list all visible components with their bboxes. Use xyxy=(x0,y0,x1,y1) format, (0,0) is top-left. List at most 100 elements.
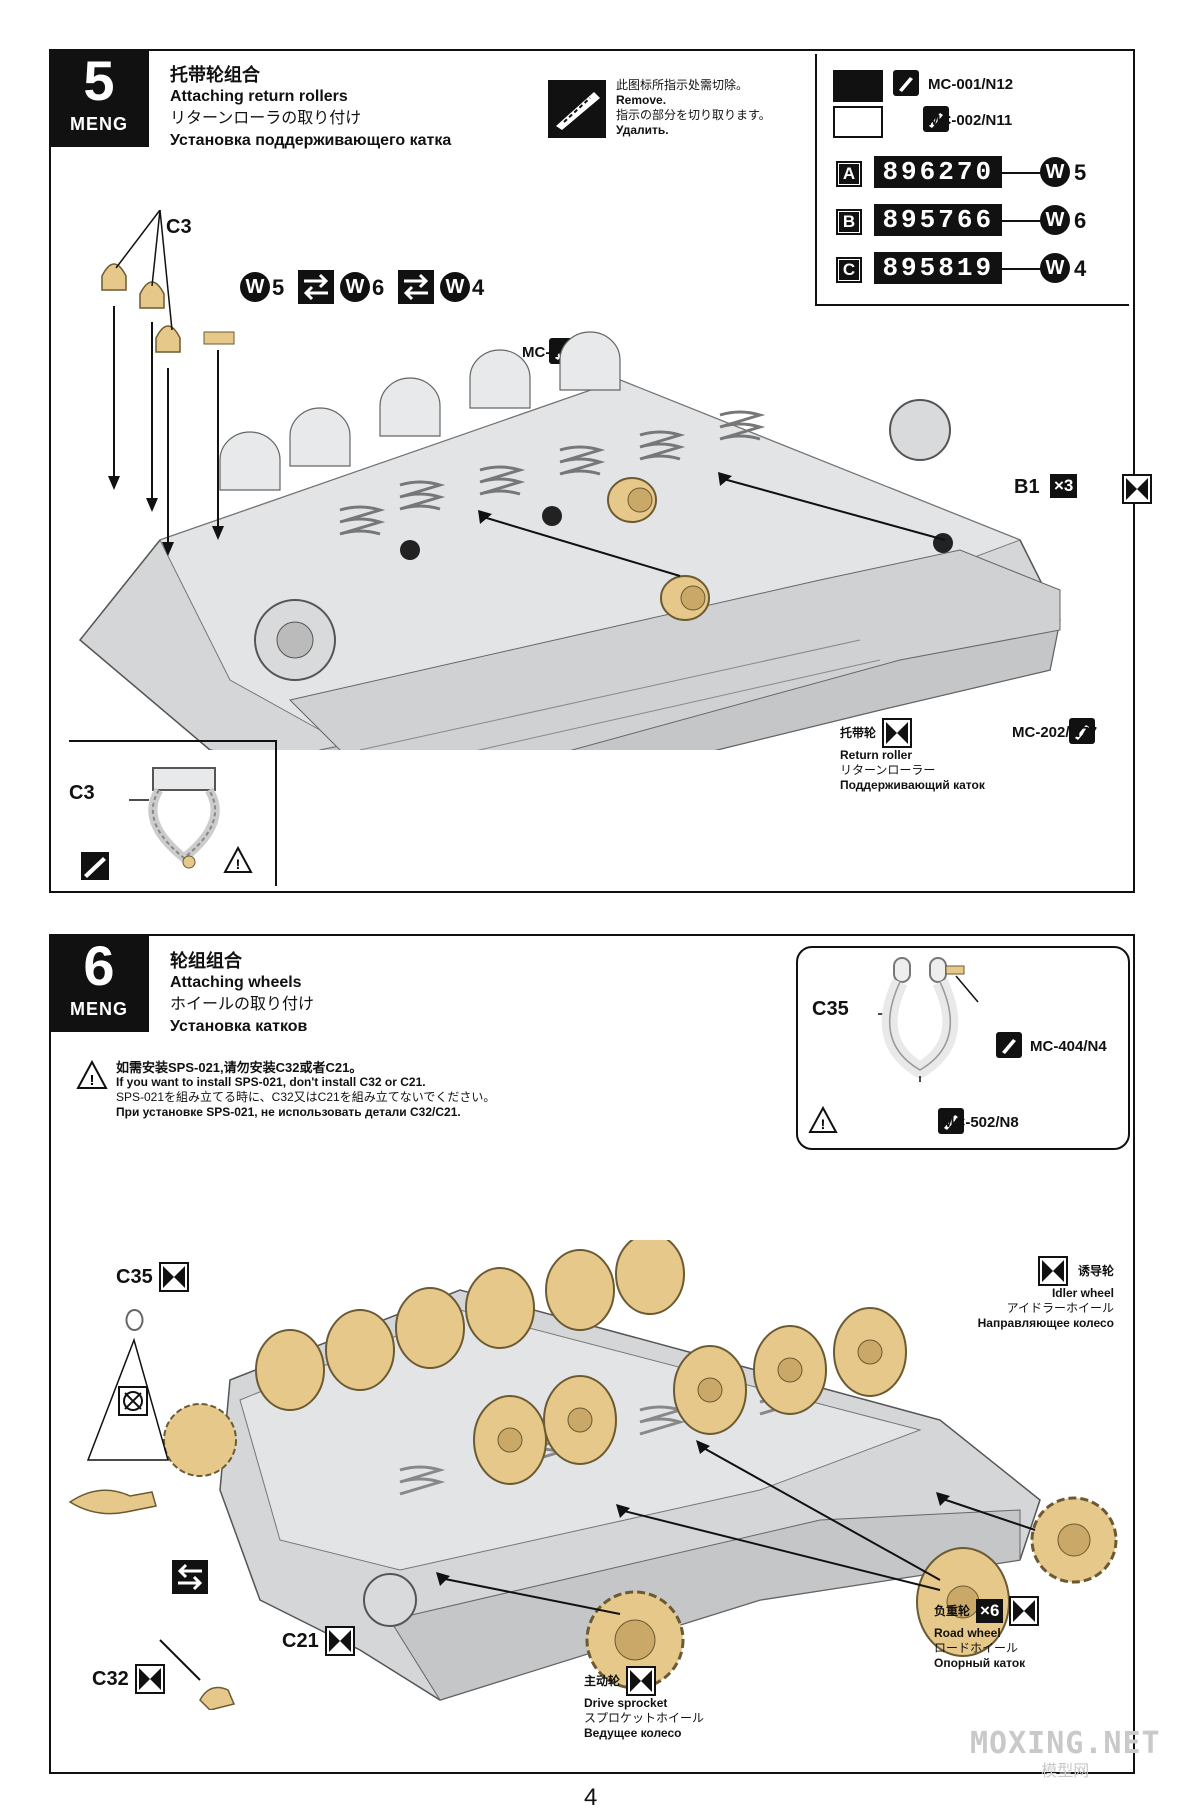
road-wheel-en: Road wheel xyxy=(934,1626,1001,1640)
road-wheel-zh: 负重轮 xyxy=(934,1603,971,1618)
c3-inset-label: C3 xyxy=(69,782,95,804)
legend-swatch-white xyxy=(833,106,883,138)
road-wheel-ja: ロードホイール xyxy=(934,1641,1019,1655)
w-number-b: 6 xyxy=(1074,208,1087,233)
glue-icon xyxy=(1009,1596,1040,1626)
paint-brush-icon xyxy=(893,70,919,96)
paint-brush-icon xyxy=(938,1108,965,1134)
step5-title-en: Attaching return rollers xyxy=(170,88,348,105)
sprocket-en: Drive sprocket xyxy=(584,1696,668,1710)
watermark-sub: 模型网 xyxy=(1041,1763,1090,1780)
watermark-main: MOXING.NET xyxy=(970,1726,1161,1761)
idler-zh: 诱导轮 xyxy=(1077,1263,1114,1278)
connector-line xyxy=(998,220,1042,222)
return-roller-label: 托带轮 Return roller リターンローラー Поддерживающи… xyxy=(840,718,985,793)
remove-icon xyxy=(548,80,606,138)
idler-ja: アイドラーホイール xyxy=(1006,1301,1114,1315)
step6-title-ja: ホイールの取り付け xyxy=(170,996,315,1013)
c32-label: C32 xyxy=(92,1667,129,1690)
step6-title-ru: Установка катков xyxy=(170,1018,308,1035)
step5-badge: 5 MENG xyxy=(49,49,149,147)
glue-icon xyxy=(324,1626,355,1656)
svg-text:!: ! xyxy=(236,856,241,872)
swap-arrows-icon xyxy=(398,270,434,304)
b1-label: B1 xyxy=(1014,476,1040,499)
c3-callout: C3 xyxy=(166,216,192,238)
c35-paint-2: MC-502/N8 xyxy=(942,1114,1019,1131)
sps-warning-ja: SPS-021を組み立てる時に、C32又はC21を組み立てないでください。 xyxy=(116,1090,496,1104)
return-roller-ja: リターンローラー xyxy=(840,763,936,777)
c3-inset: C3 ! xyxy=(69,740,277,886)
idler-ru: Направляющее колесо xyxy=(977,1316,1114,1330)
step5-title-zh: 托带轮组合 xyxy=(170,65,260,85)
c3-shackle-detail xyxy=(129,767,220,869)
w4-number: 4 xyxy=(472,275,485,300)
w-number-a: 5 xyxy=(1074,160,1087,185)
c35-label: C35 xyxy=(116,1265,153,1288)
road-wheel-label: 负重轮 ×6 Road wheel ロードホイール Опорный каток xyxy=(934,1596,1040,1671)
part-number-row-b: B 895766 W 6 xyxy=(836,204,1126,238)
part-number-b: 895766 xyxy=(874,204,1003,236)
step6-badge: 6 MENG xyxy=(49,934,149,1032)
w5-number: 5 xyxy=(272,275,285,300)
drive-sprocket-label: 主动轮 Drive sprocket スプロケットホイール Ведущее ко… xyxy=(584,1666,704,1741)
sprocket-ja: スプロケットホイール xyxy=(584,1711,705,1725)
page-number: 4 xyxy=(584,1784,598,1811)
sprocket-ru: Ведущее колесо xyxy=(584,1726,682,1740)
w-badge-c: W xyxy=(1040,253,1070,283)
sps-warning-ru: При установке SPS-021, не использовать д… xyxy=(116,1105,461,1119)
return-roller-en: Return roller xyxy=(840,748,913,762)
connector-line xyxy=(998,172,1042,174)
legend-code-2: MC-002/N11 xyxy=(928,112,1013,129)
b1-callout: B1 ×3 xyxy=(1014,474,1153,504)
c21-label: C21 xyxy=(282,1629,319,1652)
swap-arrows-icon xyxy=(172,1560,208,1594)
w-sequence: W 5 W 6 W 4 xyxy=(240,270,520,310)
step6-titles: 轮组组合 Attaching wheels ホイールの取り付け Установк… xyxy=(170,950,314,1038)
glue-icon xyxy=(1122,474,1153,504)
legend-swatch-black xyxy=(833,70,883,102)
remove-icon xyxy=(81,852,109,880)
road-wheel-quantity: ×6 xyxy=(976,1599,1004,1623)
w5-badge: W xyxy=(240,272,270,302)
glue-icon xyxy=(158,1262,189,1292)
idler-wheel-label: 诱导轮 Idler wheel アイドラーホイール Направляющее к… xyxy=(934,1256,1114,1331)
paint-brush-icon xyxy=(996,1032,1022,1058)
sprue-letter-c: C xyxy=(836,257,862,283)
step5-titles: 托带轮组合 Attaching return rollers リターンローラの取… xyxy=(170,64,451,152)
glue-icon xyxy=(1037,1256,1068,1286)
c35-inset: C35 MC-404/N4 ! MC-502/N8 xyxy=(796,946,1130,1150)
part-number-row-c: C 895819 W 4 xyxy=(836,252,1126,286)
caution-icon: ! xyxy=(76,1059,108,1120)
legend-code-1: MC-001/N12 xyxy=(928,76,1014,93)
b1-quantity: ×3 xyxy=(1050,474,1078,498)
w-badge-b: W xyxy=(1040,205,1070,235)
step6-title-zh: 轮组组合 xyxy=(170,951,242,971)
connector-line xyxy=(998,268,1042,270)
paint-callout-bottom: MC-202/N77 xyxy=(1012,724,1098,741)
part-number-a: 896270 xyxy=(874,156,1003,188)
w6-number: 6 xyxy=(372,275,385,300)
remove-note-ja: 指示の部分を切り取ります。 xyxy=(616,108,771,122)
glue-icon xyxy=(134,1664,165,1694)
step6-title-en: Attaching wheels xyxy=(170,974,302,991)
sprocket-zh: 主动轮 xyxy=(584,1673,621,1688)
sps-warning-zh: 如需安装SPS-021,请勿安装C32或者C21。 xyxy=(116,1060,363,1075)
step5-title-ru: Установка поддерживающего катка xyxy=(170,132,452,149)
sps-warning-en: If you want to install SPS-021, don't in… xyxy=(116,1075,426,1089)
step6-brand-logo: MENG xyxy=(70,999,128,1019)
road-wheel-ru: Опорный каток xyxy=(934,1656,1026,1670)
step6-hull-illustration xyxy=(68,1240,1118,1710)
remove-note-ru: Удалить. xyxy=(616,123,669,137)
c32-callout: C32 xyxy=(92,1664,165,1694)
remove-note-en: Remove. xyxy=(616,93,667,107)
c21-callout: C21 xyxy=(282,1626,355,1656)
c35-paint-1: MC-404/N4 xyxy=(1030,1038,1107,1055)
sps-warning: ! 如需安装SPS-021,请勿安装C32或者C21。 If you want … xyxy=(76,1059,496,1120)
w-number-c: 4 xyxy=(1074,256,1087,281)
sprue-letter-a: A xyxy=(836,161,862,187)
c35-shackle-detail xyxy=(878,957,979,1082)
return-roller-ru: Поддерживающий каток xyxy=(840,778,985,792)
step5-brand-logo: MENG xyxy=(70,114,128,134)
remove-note-zh: 此图标所指示处需切除。 xyxy=(616,78,749,92)
